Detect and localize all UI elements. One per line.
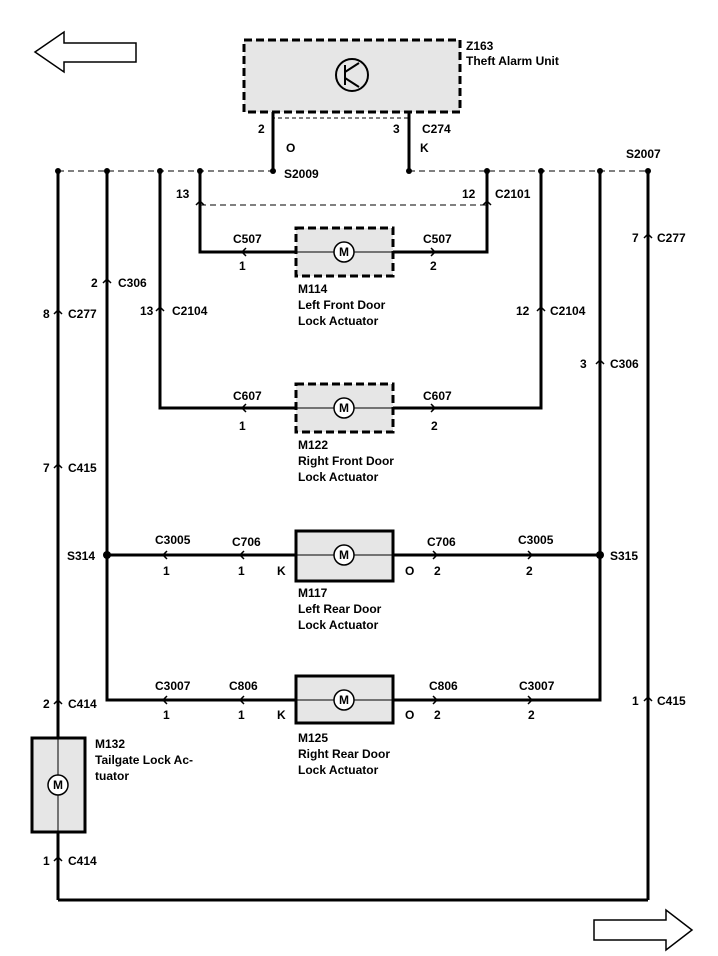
splice-s315: S315	[610, 549, 638, 563]
c414-top-label: C414	[68, 697, 97, 711]
c306-left-pin: 2	[91, 276, 98, 290]
m114-name-2: Lock Actuator	[298, 314, 379, 328]
c3005-pin-2: 2	[526, 564, 533, 578]
splice-s2007: S2007	[626, 147, 661, 161]
m117-name-1: Left Rear Door	[298, 602, 382, 616]
c2104-right-label: C2104	[550, 304, 586, 318]
motor-letter: M	[53, 778, 63, 792]
m122-name-2: Lock Actuator	[298, 470, 379, 484]
m122-name-1: Right Front Door	[298, 454, 394, 468]
c2101-pin-12: 12	[462, 187, 476, 201]
c414-bottom-label: C414	[68, 854, 97, 868]
motor-icon: M	[296, 397, 393, 419]
c306-right-label: C306	[610, 357, 639, 371]
c806-right: C806	[429, 679, 458, 693]
c3005-pin-1: 1	[163, 564, 170, 578]
c607-left: C607	[233, 389, 262, 403]
m122-id: M122	[298, 438, 328, 452]
c306-left-label: C306	[118, 276, 147, 290]
m114-name-1: Left Front Door	[298, 298, 386, 312]
c706-pin-1: 1	[238, 564, 245, 578]
c277-left-label: C277	[68, 307, 97, 321]
left-arrow-icon[interactable]	[33, 30, 137, 74]
c306-right-pin: 3	[580, 357, 587, 371]
m125-name-2: Lock Actuator	[298, 763, 379, 777]
motor-icon: M	[296, 544, 393, 566]
c706-left: C706	[232, 535, 261, 549]
motor-icon: M	[296, 689, 393, 711]
m114-id: M114	[298, 282, 328, 296]
wire-color-k: K	[420, 141, 429, 155]
m117-id: M117	[298, 586, 328, 600]
c3007-right: C3007	[519, 679, 555, 693]
c507-pin-2: 2	[430, 259, 437, 273]
c2104-left-label: C2104	[172, 304, 208, 318]
m125-wire-o: O	[405, 708, 414, 722]
c2101-label: C2101	[495, 187, 531, 201]
m125-wire-k: K	[277, 708, 286, 722]
c277-left-pin: 8	[43, 307, 50, 321]
c277-right-label: C277	[657, 231, 686, 245]
c607-right: C607	[423, 389, 452, 403]
c274-pin-3: 3	[393, 122, 400, 136]
c414-bottom-pin: 1	[43, 854, 50, 868]
c607-pin-2: 2	[431, 419, 438, 433]
c415-left-label: C415	[68, 461, 97, 475]
m132-name-1: Tailgate Lock Ac-	[95, 753, 193, 767]
c806-pin-2: 2	[434, 708, 441, 722]
m125-id: M125	[298, 731, 328, 745]
c415-right-pin: 1	[632, 694, 639, 708]
theft-alarm-id: Z163	[466, 39, 494, 53]
c274-label: C274	[422, 122, 451, 136]
motor-icon: M	[296, 241, 393, 263]
theft-alarm-name: Theft Alarm Unit	[466, 54, 559, 68]
c3005-left: C3005	[155, 533, 191, 547]
right-arrow-icon[interactable]	[593, 908, 694, 952]
c415-left-pin: 7	[43, 461, 50, 475]
c3005-right: C3005	[518, 533, 554, 547]
c507-right: C507	[423, 232, 452, 246]
connector-marks	[53, 199, 653, 862]
c706-right: C706	[427, 535, 456, 549]
c607-pin-1: 1	[239, 419, 246, 433]
c3007-pin-2: 2	[528, 708, 535, 722]
c415-right-label: C415	[657, 694, 686, 708]
c277-right-pin: 7	[632, 231, 639, 245]
wire-color-o: O	[286, 141, 295, 155]
motor-letter: M	[339, 548, 349, 562]
motor-letter: M	[339, 693, 349, 707]
c806-pin-1: 1	[238, 708, 245, 722]
c507-left: C507	[233, 232, 262, 246]
c2101-pin-13: 13	[176, 187, 190, 201]
m117-wire-k: K	[277, 564, 286, 578]
splice-s314: S314	[67, 549, 95, 563]
c507-pin-1: 1	[239, 259, 246, 273]
c414-top-pin: 2	[43, 697, 50, 711]
m132-name-2: tuator	[95, 769, 129, 783]
m132-id: M132	[95, 737, 125, 751]
c274-pin-2: 2	[258, 122, 265, 136]
motor-letter: M	[339, 245, 349, 259]
theft-alarm-unit-box	[242, 38, 462, 114]
c706-pin-2: 2	[434, 564, 441, 578]
c3007-pin-1: 1	[163, 708, 170, 722]
c2104-left-pin: 13	[140, 304, 154, 318]
c2104-right-pin: 12	[516, 304, 530, 318]
m117-wire-o: O	[405, 564, 414, 578]
m117-name-2: Lock Actuator	[298, 618, 379, 632]
motor-icon: M	[47, 738, 69, 832]
m125-name-1: Right Rear Door	[298, 747, 390, 761]
splice-s2009: S2009	[284, 167, 319, 181]
c806-left: C806	[229, 679, 258, 693]
c3007-left: C3007	[155, 679, 191, 693]
transistor-icon	[335, 58, 369, 92]
motor-letter: M	[339, 401, 349, 415]
